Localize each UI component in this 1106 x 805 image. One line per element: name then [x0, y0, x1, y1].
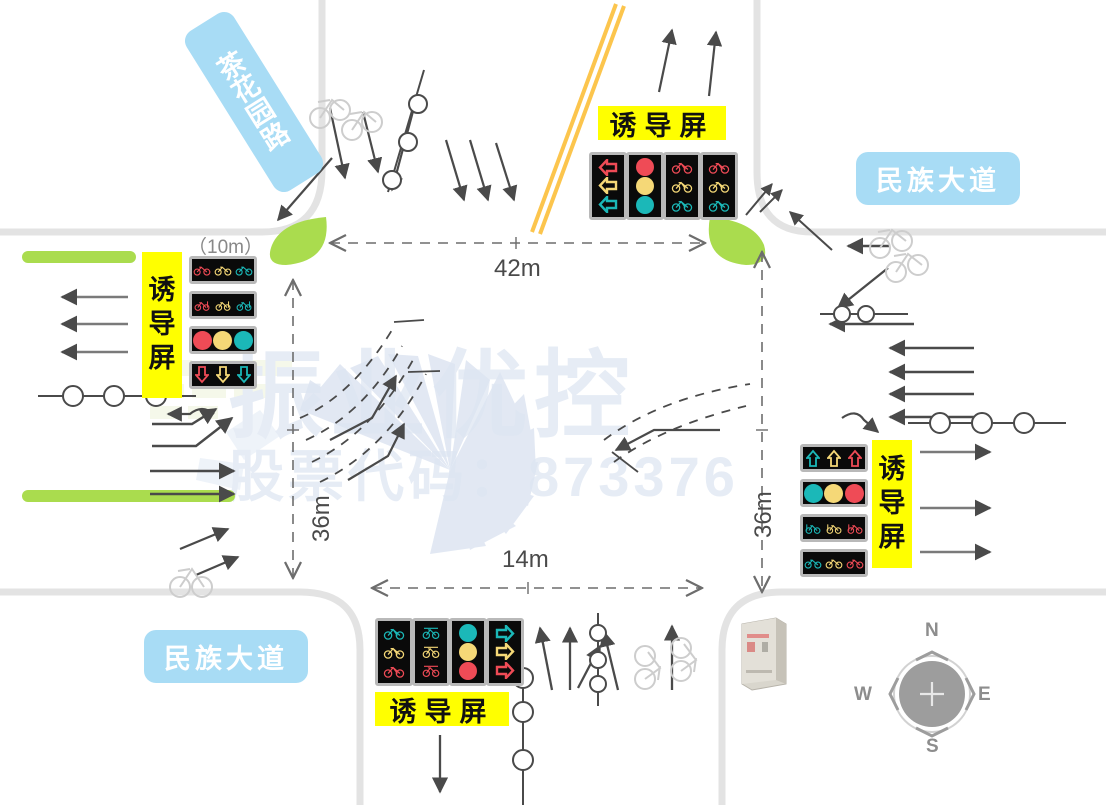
signal-head-east-ball[interactable]: [800, 479, 868, 507]
lamp-cyan-ball: [803, 483, 823, 503]
lamp-yellow-down-arrow: [215, 366, 230, 384]
signal-head-west-ped-bike[interactable]: [189, 291, 257, 319]
dimension-36m-left: 36m: [308, 495, 335, 542]
dimension-island-10m: （10m）: [188, 237, 263, 258]
compass-west-label: W: [854, 684, 872, 705]
compass-north-label: N: [925, 620, 939, 641]
lamp-red-right-arrow: [495, 662, 515, 680]
compass-graphic: [888, 650, 976, 738]
lamp-cyan-right-arrow: [495, 624, 515, 642]
bicycle-icon-yellow: [383, 645, 405, 659]
ped-bike-icon-yellow: [420, 645, 442, 659]
bicycle-icon-cyan: [235, 264, 253, 276]
signal-controller-cabinet[interactable]: [736, 614, 792, 692]
lamp-red-left-arrow: [598, 158, 618, 176]
guidance-sign-east-char-3: 屏: [878, 521, 906, 552]
bicycle-icon-red: [708, 160, 730, 175]
bicycle-icon-red: [383, 664, 405, 678]
signal-head-south-ped-bike[interactable]: [412, 618, 450, 686]
lamp-yellow-up-arrow: [826, 449, 841, 467]
lamp-yellow-ball: [459, 642, 477, 661]
lamp-cyan-ball: [459, 624, 477, 643]
signal-head-west-bicycle[interactable]: [189, 256, 257, 284]
bicycle-icon-yellow: [825, 557, 843, 569]
bicycle-icon-cyan: [383, 626, 405, 641]
signal-head-east-up-arrow[interactable]: [800, 444, 868, 472]
bicycle-icon-cyan: [804, 557, 822, 569]
signal-head-east-bicycle[interactable]: [800, 549, 868, 577]
guidance-sign-north[interactable]: 诱导屏: [598, 106, 726, 141]
bicycle-icon-cyan: [708, 198, 730, 212]
ped-bike-icon-red: [420, 664, 442, 678]
compass-south-label: S: [926, 736, 939, 757]
center-double-yellow-line: [530, 3, 626, 235]
lamp-yellow-ball: [824, 483, 844, 503]
watermark-fan: [300, 354, 538, 554]
median-west-upper: [22, 251, 136, 263]
lamp-red-ball: [192, 330, 212, 350]
lamp-cyan-ball: [234, 330, 254, 350]
lamp-cyan-ball: [636, 195, 654, 214]
signal-head-north-left-arrow[interactable]: [589, 152, 627, 220]
lamp-cyan-down-arrow: [236, 366, 251, 384]
ped-bike-icon-red: [193, 299, 211, 312]
signal-head-east-ped-bike[interactable]: [800, 514, 868, 542]
lamp-yellow-ball: [636, 176, 654, 195]
guidance-sign-west-char-2: 导: [148, 309, 176, 340]
guidance-sign-east[interactable]: 诱 导 屏: [872, 440, 912, 568]
dimension-42m: 42m: [494, 255, 541, 282]
guidance-sign-east-char-1: 诱: [878, 454, 906, 485]
signal-head-north-bicycle-2[interactable]: [700, 152, 738, 220]
ped-bike-icon-yellow: [214, 299, 232, 312]
guidance-sign-south[interactable]: 诱导屏: [375, 692, 509, 727]
island-northwest: [269, 217, 327, 265]
lamp-red-down-arrow: [195, 366, 210, 384]
compass-east-label: E: [978, 684, 991, 705]
bicycle-icon-red: [193, 264, 211, 276]
road-label-minzu-avenue-east: 民族大道: [856, 152, 1020, 205]
lamp-cyan-left-arrow: [598, 196, 618, 214]
ped-bike-icon-red: [846, 522, 864, 535]
guidance-sign-east-char-2: 导: [878, 488, 906, 519]
lamp-yellow-ball: [213, 330, 233, 350]
bicycle-icon-yellow: [671, 179, 693, 193]
ped-bike-icon-cyan: [235, 299, 253, 312]
lamp-yellow-right-arrow: [495, 643, 515, 661]
guidance-sign-west[interactable]: 诱 导 屏: [142, 252, 182, 398]
signal-head-north-bicycle-1[interactable]: [663, 152, 701, 220]
signal-head-west-down-arrow[interactable]: [189, 361, 257, 389]
bicycle-icon-cyan: [671, 198, 693, 212]
lamp-red-ball: [845, 483, 865, 503]
dimension-14m: 14m: [502, 546, 549, 573]
bicycle-icon-yellow: [214, 264, 232, 276]
ped-bike-icon-yellow: [825, 522, 843, 535]
signal-head-west-ball[interactable]: [189, 326, 257, 354]
lamp-cyan-up-arrow: [806, 449, 821, 467]
road-label-minzu-avenue-west: 民族大道: [144, 630, 308, 683]
dimension-36m-right: 36m: [750, 491, 777, 538]
signal-head-north-ball[interactable]: [626, 152, 664, 220]
compass-rose: N S W E: [854, 620, 992, 757]
signal-head-south-right-arrow[interactable]: [486, 618, 524, 686]
bicycle-icon-red: [671, 160, 693, 175]
bicycle-icon-red: [846, 557, 864, 569]
lamp-yellow-left-arrow: [598, 177, 618, 195]
lamp-red-up-arrow: [847, 449, 862, 467]
bicycle-icon-yellow: [708, 179, 730, 193]
ped-bike-icon-cyan: [804, 522, 822, 535]
island-northeast: [708, 217, 766, 265]
lamp-red-ball: [459, 661, 477, 680]
lamp-red-ball: [636, 158, 654, 177]
ped-bike-icon-cyan: [420, 626, 442, 640]
guidance-sign-west-char-3: 屏: [148, 342, 176, 373]
signal-head-south-bicycle[interactable]: [375, 618, 413, 686]
guidance-sign-west-char-1: 诱: [148, 275, 176, 306]
signal-head-south-ball[interactable]: [449, 618, 487, 686]
